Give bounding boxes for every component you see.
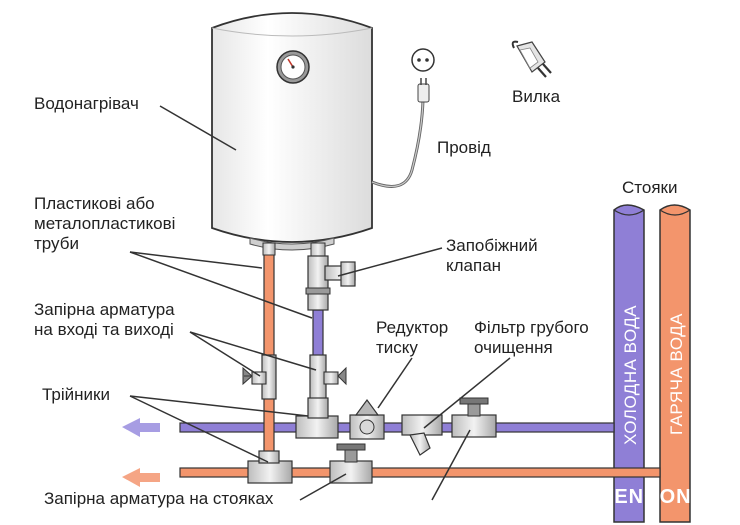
hot-flow-arrow <box>122 468 160 487</box>
power-cord <box>371 78 430 188</box>
tees-label: Трійники <box>42 385 110 404</box>
pipes-label-line2: металопластикові <box>34 214 176 233</box>
cold-water-text: ХОЛОДНА ВОДА <box>621 305 640 445</box>
coarse-filter <box>401 414 443 456</box>
inlet-shutoff-valve <box>309 354 347 400</box>
water-heater <box>211 12 373 258</box>
hot-water-riser <box>659 204 691 523</box>
pipes-label-line1: Пластикові або <box>34 194 155 213</box>
shutoff-label-line1: Запірна арматура <box>34 300 175 319</box>
thermometer-gauge-icon <box>276 50 310 84</box>
cold-main-pipe <box>179 422 615 433</box>
riser-shutoff-valve <box>329 443 373 484</box>
shutoff-label-line2: на вході та виході <box>34 320 174 339</box>
safety-valve <box>305 255 356 311</box>
safety-valve-label-line2: клапан <box>446 256 502 275</box>
safety-valve-label-line1: Запобіжний <box>446 236 538 255</box>
outlet-shutoff-valve <box>242 354 277 400</box>
reducer-label-line1: Редуктор <box>376 318 449 337</box>
pipes-label-line3: труби <box>34 234 79 253</box>
cold-flow-arrow <box>122 418 160 437</box>
cold-line-tee <box>295 397 339 439</box>
heater-label: Водонагрівач <box>34 94 139 113</box>
cold-line-shutoff-valve <box>451 397 497 438</box>
plug-label: Вилка <box>512 87 561 106</box>
plug-icon <box>511 40 552 78</box>
cord-label: Провід <box>437 138 491 157</box>
hot-line-tee <box>247 450 293 484</box>
filter-label-line2: очищення <box>474 338 553 357</box>
filter-label-line1: Фільтр грубого <box>474 318 589 337</box>
hot-water-text: ГАРЯЧА ВОДА <box>667 313 686 435</box>
riser-shutoff-label: Запірна арматура на стояках <box>44 489 274 508</box>
reducer-label-line2: тиску <box>376 338 418 357</box>
watermark-logo: VENCON <box>600 486 692 508</box>
pressure-reducer <box>349 398 385 440</box>
risers-label: Стояки <box>622 178 678 197</box>
leader-lines <box>129 105 511 501</box>
hot-main-pipe <box>179 467 661 478</box>
wall-socket-icon <box>411 48 435 72</box>
